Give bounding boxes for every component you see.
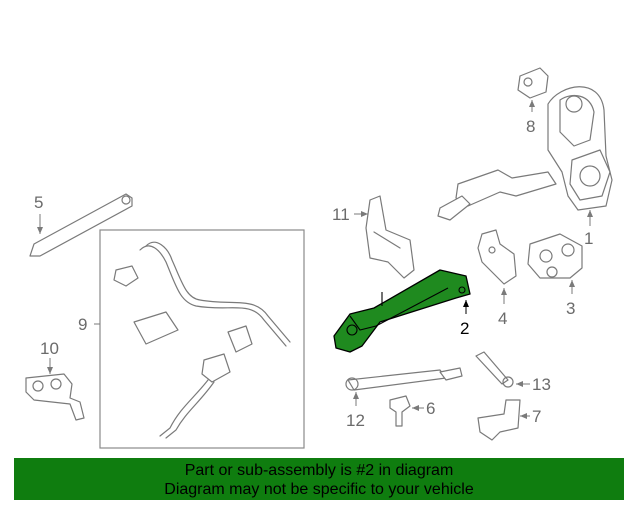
banner-line-1: Part or sub-assembly is #2 in diagram (184, 462, 454, 479)
part-4-latch[interactable] (477, 229, 517, 304)
part-10-bracket[interactable] (25, 358, 85, 421)
callout-6: 6 (426, 399, 435, 418)
callout-1: 1 (584, 229, 593, 248)
part-2-arm-highlighted[interactable] (333, 269, 471, 353)
part-13-pin[interactable] (475, 351, 530, 388)
banner-line-2: Diagram may not be specific to your vehi… (164, 481, 474, 498)
callout-12: 12 (346, 411, 365, 430)
callout-7: 7 (532, 407, 541, 426)
callout-5: 5 (34, 193, 43, 212)
part-8-bracket[interactable] (517, 67, 549, 112)
callout-13: 13 (532, 375, 551, 394)
part-11-bracket[interactable] (354, 195, 415, 279)
callout-10: 10 (40, 339, 59, 358)
part-1-hinge-assembly[interactable] (437, 86, 613, 226)
callout-8: 8 (526, 117, 535, 136)
callout-9: 9 (78, 315, 87, 334)
callout-2: 2 (460, 319, 469, 338)
callout-11: 11 (332, 205, 350, 224)
part-7-clip[interactable] (477, 399, 530, 441)
callout-4: 4 (498, 309, 507, 328)
part-6-bolt[interactable] (389, 395, 424, 427)
part-9-hose-kit[interactable] (94, 229, 305, 449)
part-12-strut[interactable] (345, 367, 463, 406)
part-5-rod[interactable] (29, 193, 133, 257)
callout-3: 3 (566, 299, 575, 318)
part-3-lock[interactable] (527, 233, 583, 294)
info-banner: Part or sub-assembly is #2 in diagram Di… (14, 458, 624, 500)
